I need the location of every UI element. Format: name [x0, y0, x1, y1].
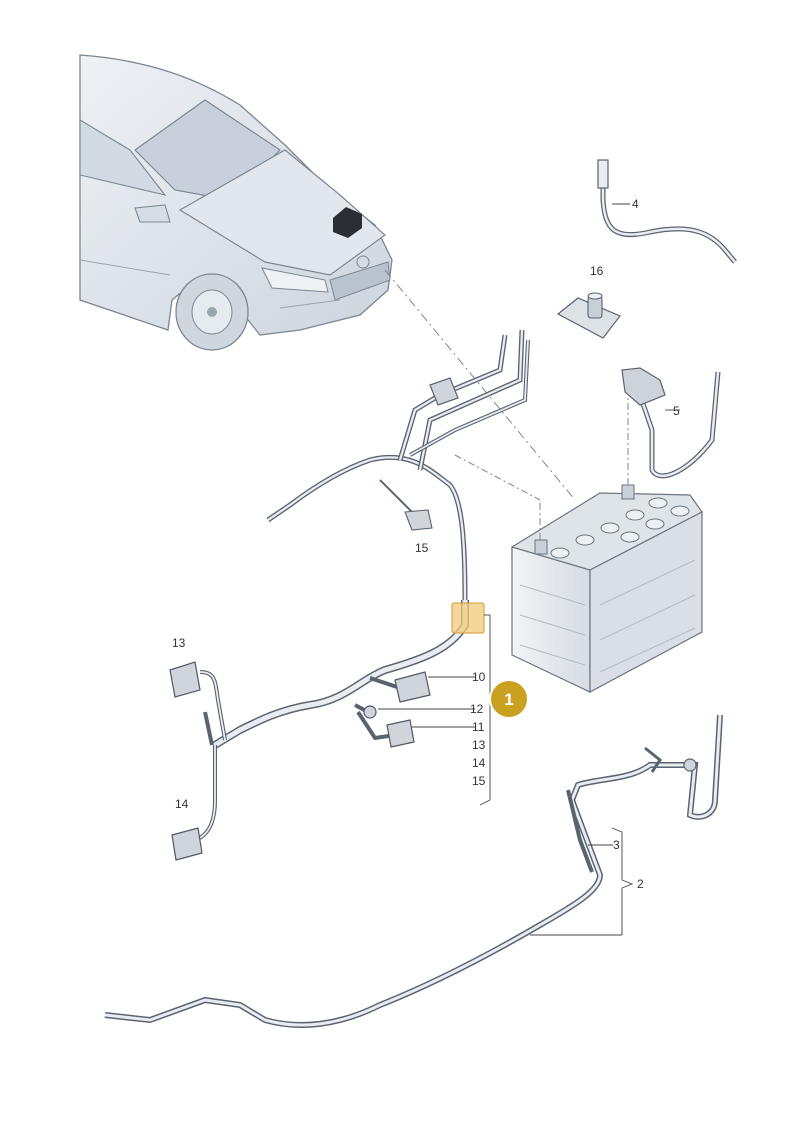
connector-13 — [169, 661, 201, 698]
label-14: 14 — [175, 797, 189, 811]
terminal-leader — [454, 454, 541, 501]
connector-10 — [394, 671, 431, 703]
label-4: 4 — [632, 197, 639, 211]
part-labels: 4 16 5 15 13 14 10 12 11 13 14 15 3 2 — [172, 197, 680, 891]
label-13-list: 13 — [472, 738, 486, 752]
battery-illustration — [511, 484, 703, 694]
part-2-battery-cable — [104, 714, 723, 1028]
part-5-battery-terminal-cable — [621, 367, 721, 479]
label-15-list: 15 — [472, 774, 486, 788]
callout-badge[interactable]: 1 — [489, 679, 529, 719]
highlight-box — [451, 602, 485, 634]
connector-14 — [171, 827, 203, 861]
callout-badge-number: 1 — [504, 690, 513, 709]
label-2: 2 — [637, 877, 644, 891]
label-12: 12 — [470, 702, 484, 716]
connector-11 — [386, 719, 415, 748]
label-14-list: 14 — [472, 756, 486, 770]
label-3: 3 — [613, 838, 620, 852]
leader-lines — [378, 203, 680, 936]
battery-location-marker — [333, 207, 362, 238]
main-wiring-harness — [194, 329, 530, 842]
label-16: 16 — [590, 264, 604, 278]
label-13: 13 — [172, 636, 186, 650]
connector-12 — [363, 705, 377, 719]
label-15: 15 — [415, 541, 429, 555]
part-16-terminal-clamp — [556, 292, 621, 339]
part-4-ground-cable — [597, 159, 737, 264]
label-10: 10 — [472, 670, 486, 684]
label-5: 5 — [673, 404, 680, 418]
location-leader-line — [384, 269, 576, 501]
car-illustration — [79, 54, 393, 351]
label-11: 11 — [472, 720, 485, 734]
